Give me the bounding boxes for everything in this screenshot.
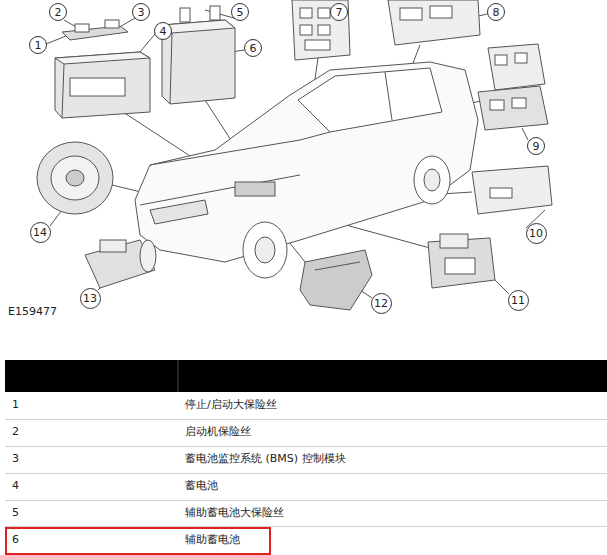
starter-motor [85,240,156,288]
callout-number: 8 [493,7,500,18]
fuse-box [478,44,548,130]
callout-number: 10 [529,228,543,239]
table-cell-number: 1 [12,398,19,411]
callout-number: 2 [55,7,62,18]
cover [300,250,372,310]
control-module [292,0,350,60]
table-cell-text: 启动机保险丝 [185,425,251,438]
table-cell-text: 辅助蓄电池大保险丝 [185,506,284,519]
figure-id: E159477 [8,305,57,318]
callout-number: 9 [533,141,540,152]
callout-circle: 1 [29,36,47,54]
table-cell-text: 蓄电池监控系统 (BMS) 控制模块 [185,452,346,465]
callout-circle: 11 [508,290,529,311]
table-cell-number: 4 [12,479,19,492]
callout-circle: 10 [526,223,547,244]
callout-number: 12 [374,298,388,309]
callout-circle: 3 [132,3,150,21]
callout-circle: 14 [30,222,51,243]
table-cell-number: 5 [12,506,19,519]
callout-number: 7 [336,7,343,18]
callout-circle: 6 [244,39,262,57]
callout-number: 4 [160,26,167,37]
callout-number: 3 [138,7,145,18]
highlight-box [6,528,270,554]
table-cell-text: 停止/启动大保险丝 [185,398,277,411]
auxiliary-battery [162,6,235,104]
alternator [37,142,113,214]
table-cell-number: 6 [12,533,19,546]
callout-circle: 8 [487,3,505,21]
table [5,360,607,554]
callout-number: 6 [250,43,257,54]
control-module [428,234,495,288]
callout-number: 14 [33,227,47,238]
battery [55,20,150,118]
control-module [472,166,552,214]
callout-number: 11 [511,295,525,306]
callout-circle: 9 [527,137,545,155]
callout-circle: 5 [231,3,249,21]
callout-number: 13 [83,293,97,304]
callout-circle: 12 [371,293,392,314]
callout-circle: 7 [330,3,348,21]
callout-circle: 4 [154,22,172,40]
table-cell-number: 3 [12,452,19,465]
callout-number: 5 [237,7,244,18]
callout-circle: 13 [80,288,101,309]
callout-circle: 2 [49,3,67,21]
table-cell-number: 2 [12,425,19,438]
table-cell-text: 辅助蓄电池 [185,533,240,546]
table-cell-text: 蓄电池 [185,479,218,492]
callout-number: 1 [35,40,42,51]
control-module [388,0,480,45]
